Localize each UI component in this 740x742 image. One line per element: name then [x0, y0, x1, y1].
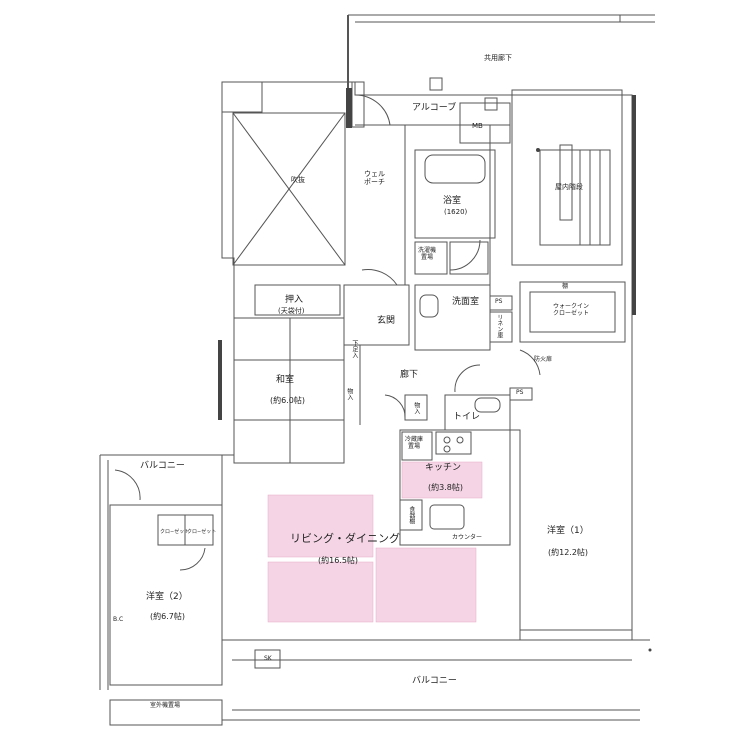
- label-fukinuke: 吹抜: [291, 176, 305, 184]
- label-walkin-top: 棚: [562, 283, 569, 290]
- label-kitchen: キッチン: [425, 463, 462, 473]
- label-washitsu: 和室: [276, 375, 295, 385]
- label-shitabako: 下足入: [350, 340, 358, 358]
- label-bc: B.C: [113, 616, 124, 623]
- label-ps-2: PS: [516, 389, 524, 396]
- label-kyoyo-roka: 共用廊下: [484, 54, 512, 62]
- label-toilet: トイレ: [453, 412, 481, 422]
- label-yoshitsu-1-size: (約12.2帖): [548, 548, 589, 557]
- label-yokushitsu-size: (1620): [444, 208, 468, 216]
- label-oshiire: 押入: [285, 295, 304, 305]
- label-genkan: 玄関: [377, 316, 396, 326]
- label-ps-1: PS: [495, 298, 503, 305]
- label-shitsugai: 室外機置場: [150, 702, 181, 709]
- label-balcony-bottom: バルコニー: [412, 676, 457, 686]
- label-washitsu-size: (約6.0帖): [270, 396, 305, 405]
- label-yoshitsu-2-size: (約6.7帖): [150, 612, 185, 621]
- label-yoshitsu-2: 洋室（2）: [146, 592, 188, 602]
- label-yoshitsu-1: 洋室（1）: [547, 526, 589, 536]
- label-mb: MB: [472, 122, 483, 130]
- label-reizoko: 冷蔵庫 置場: [405, 436, 424, 450]
- label-counter: カウンター: [452, 534, 483, 541]
- label-yokushitsu: 浴室: [443, 196, 462, 206]
- label-closet-1: クロ−ゼット: [160, 529, 190, 535]
- label-roka: 廊下: [400, 370, 419, 380]
- label-living-size: (約16.5帖): [318, 556, 359, 565]
- label-well-porch: ウェル ポーチ: [364, 170, 385, 187]
- label-shokki: 食器棚: [407, 506, 415, 524]
- label-senmenshitsu: 洗面室: [452, 297, 480, 307]
- label-bokaku: 防火扉: [534, 356, 553, 363]
- label-monoire-1: 物入: [345, 388, 353, 400]
- label-alcove: アルコーブ: [412, 103, 457, 113]
- label-sentakuki: 洗濯機 置場: [418, 247, 437, 261]
- label-walkin: ウォークイン クローゼット: [553, 303, 590, 317]
- label-balcony-left: バルコニー: [140, 461, 185, 471]
- label-closet-2: クロ−ゼット: [187, 529, 217, 535]
- label-monoire-2: 物入: [412, 402, 420, 414]
- label-sk: SK: [264, 655, 272, 662]
- label-linen: リネン庫: [495, 314, 503, 338]
- label-okunai-kaidan: 屋内階段: [555, 183, 583, 191]
- label-kitchen-size: (約3.8帖): [428, 483, 463, 492]
- label-oshiire-sub: (天袋付): [278, 307, 305, 315]
- label-living: リビング・ダイニング: [290, 532, 400, 545]
